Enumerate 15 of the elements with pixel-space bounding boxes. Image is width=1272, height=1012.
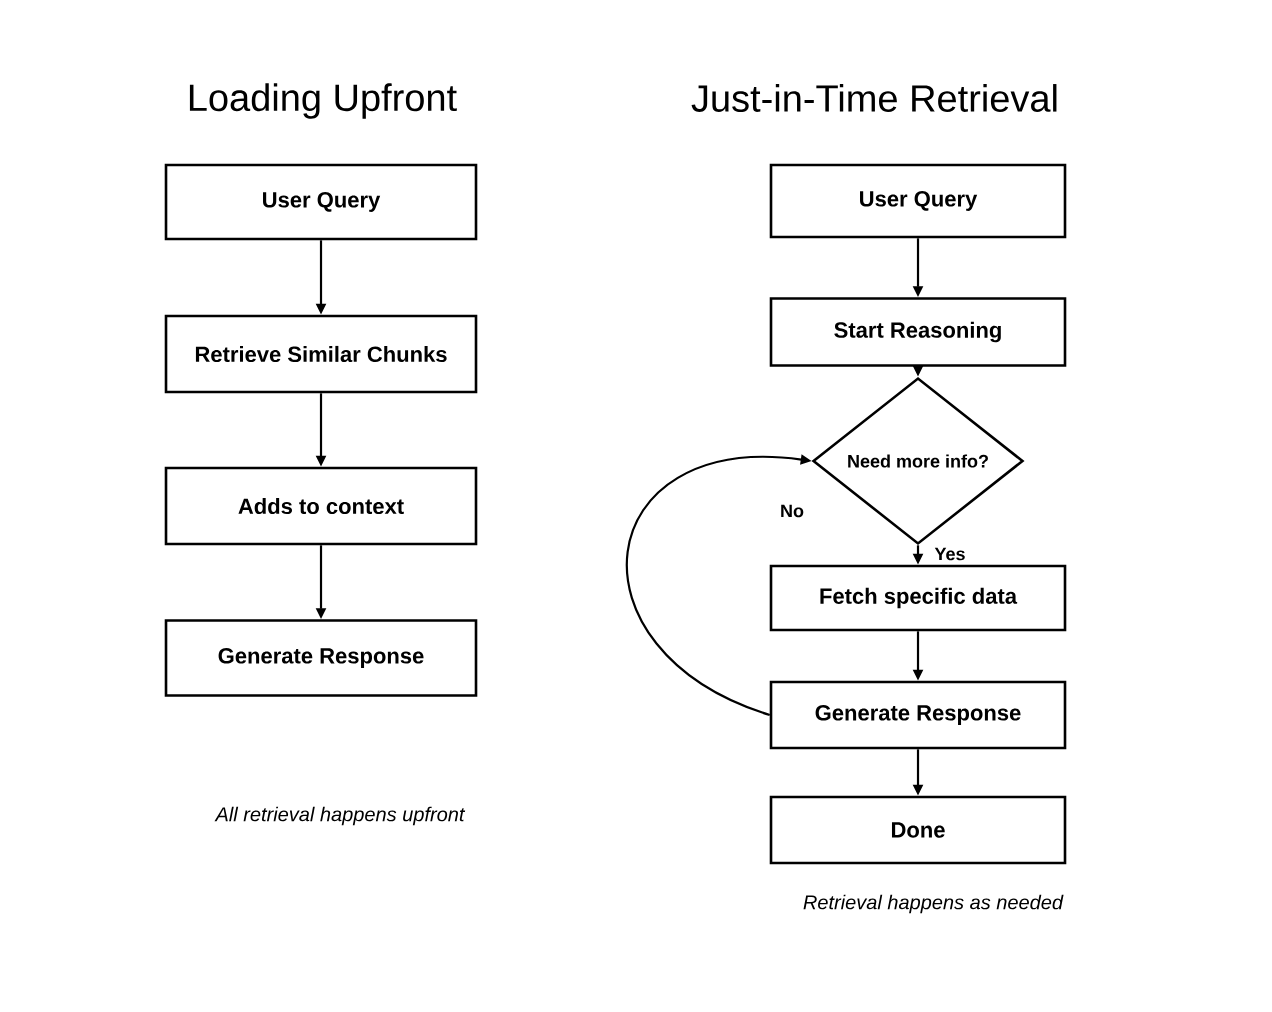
process-box: Start Reasoning: [769, 297, 1067, 367]
process-box: User Query: [769, 163, 1067, 239]
edge-label: No: [778, 502, 806, 520]
title: Loading Upfront: [189, 83, 457, 119]
process-box: Adds to context: [164, 466, 478, 546]
process-box: Retrieve Similar Chunks: [164, 314, 478, 394]
process-box: Fetch specific data: [769, 564, 1067, 632]
process-box: Generate Response: [164, 619, 478, 697]
title: Just-in-Time Retrieval: [691, 84, 1057, 112]
process-box: Done: [769, 795, 1067, 865]
process-box: User Query: [164, 163, 478, 241]
caption: All retrieval happens upfront: [214, 806, 466, 826]
edge-label: Yes: [932, 545, 968, 563]
caption: Retrieval happens as needed: [803, 894, 1064, 914]
process-box: Generate Response: [769, 680, 1067, 750]
